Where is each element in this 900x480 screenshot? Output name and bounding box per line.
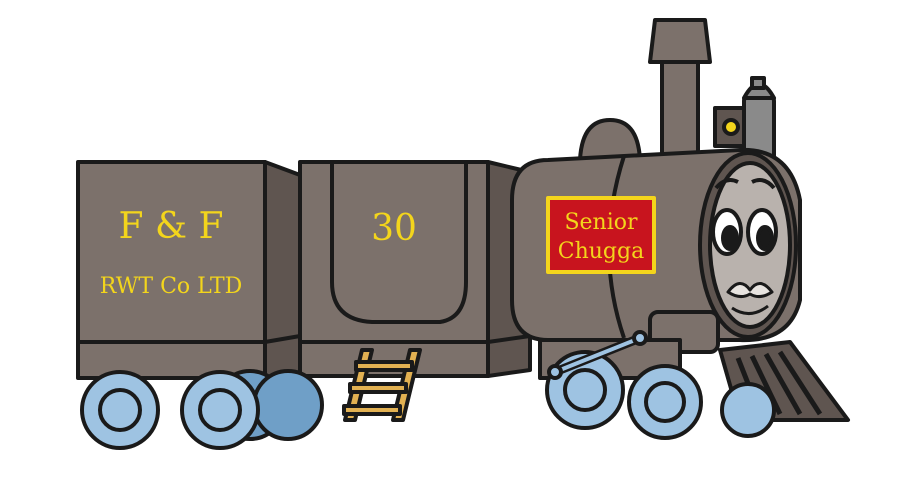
tender-company: RWT Co LTD — [100, 274, 243, 299]
tender-wheels — [80, 369, 324, 450]
steam-dome — [578, 118, 642, 162]
wheel-hub — [198, 388, 242, 432]
coal-car — [298, 160, 532, 378]
mustache — [726, 282, 774, 299]
nameplate-line1: Senior — [564, 210, 638, 235]
nameplate-line2: Chugga — [558, 239, 644, 264]
coal-car-frame-side — [486, 334, 532, 378]
headlamp-light — [722, 118, 740, 136]
pupil-right — [756, 225, 774, 251]
nameplate: Senior Chugga — [546, 196, 656, 274]
wheel-hub — [98, 388, 142, 432]
wheel — [252, 369, 324, 441]
mouth — [731, 304, 769, 315]
tender-title: F & F — [119, 206, 224, 247]
chimney-top — [648, 18, 712, 64]
eyebrow-right — [751, 178, 776, 190]
coal-car-hopper-opening — [330, 164, 468, 324]
pony-wheel — [720, 382, 776, 438]
wheel-hub — [644, 381, 686, 423]
eyebrow-left — [714, 178, 739, 190]
pupil-left — [721, 225, 739, 251]
coal-car-number: 30 — [371, 208, 417, 249]
tender-front-face — [76, 160, 267, 344]
tender-car — [76, 160, 302, 394]
wheel-hub — [563, 368, 607, 412]
ladder — [342, 348, 422, 422]
